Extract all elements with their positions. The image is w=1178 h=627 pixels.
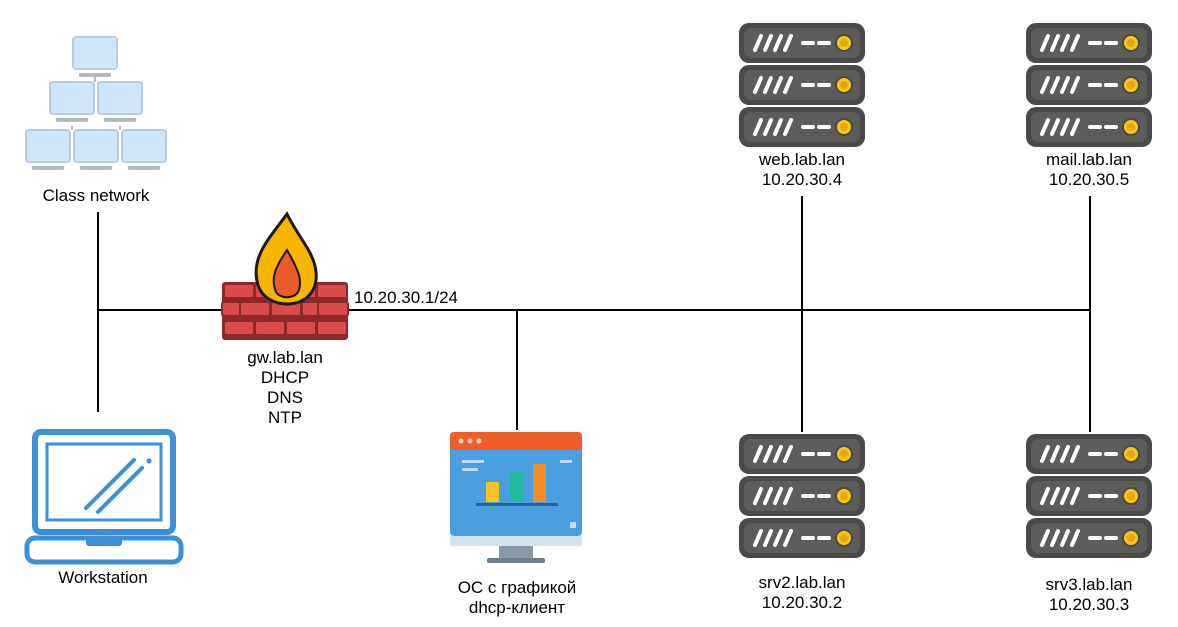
gateway-service-dhcp: DHCP <box>260 368 310 387</box>
gui-client-label: ОС с графикой dhcp-клиент <box>417 578 617 618</box>
monitor-chart-icon <box>450 432 582 563</box>
web-ip: 10.20.30.4 <box>761 170 843 189</box>
mail-hostname: mail.lab.lan <box>1046 150 1132 169</box>
gateway-hostname: gw.lab.lan <box>247 348 323 367</box>
connection-lines <box>97 196 1091 432</box>
network-tree-icon <box>25 36 167 171</box>
class-network-label: Class network <box>42 186 150 205</box>
srv3-server-label: srv3.lab.lan 10.20.30.3 <box>989 575 1178 615</box>
gateway-ip-label: 10.20.30.1/24 <box>354 288 458 307</box>
srv2-server-label: srv2.lab.lan 10.20.30.2 <box>702 573 902 613</box>
web-hostname: web.lab.lan <box>758 150 845 169</box>
gateway-service-dns: DNS <box>267 388 303 407</box>
workstation-label: Workstation <box>58 568 148 587</box>
server-srv3-icon <box>1026 434 1152 558</box>
mail-server-label: mail.lab.lan 10.20.30.5 <box>989 150 1178 190</box>
server-web-icon <box>739 23 865 147</box>
srv2-ip: 10.20.30.2 <box>761 593 843 612</box>
firewall-icon <box>221 211 349 340</box>
laptop-icon <box>24 429 184 565</box>
srv3-ip: 10.20.30.3 <box>1048 595 1130 614</box>
mail-ip: 10.20.30.5 <box>1048 170 1130 189</box>
web-server-label: web.lab.lan 10.20.30.4 <box>702 150 902 190</box>
gui-client-role: dhcp-клиент <box>468 598 566 617</box>
gateway-label: gw.lab.lan DHCP DNS NTP <box>185 348 385 428</box>
gateway-service-ntp: NTP <box>268 408 302 427</box>
server-srv2-icon <box>739 434 865 558</box>
gui-client-os: ОС с графикой <box>457 578 577 597</box>
srv3-hostname: srv3.lab.lan <box>1045 575 1133 594</box>
server-mail-icon <box>1026 23 1152 147</box>
srv2-hostname: srv2.lab.lan <box>758 573 846 592</box>
